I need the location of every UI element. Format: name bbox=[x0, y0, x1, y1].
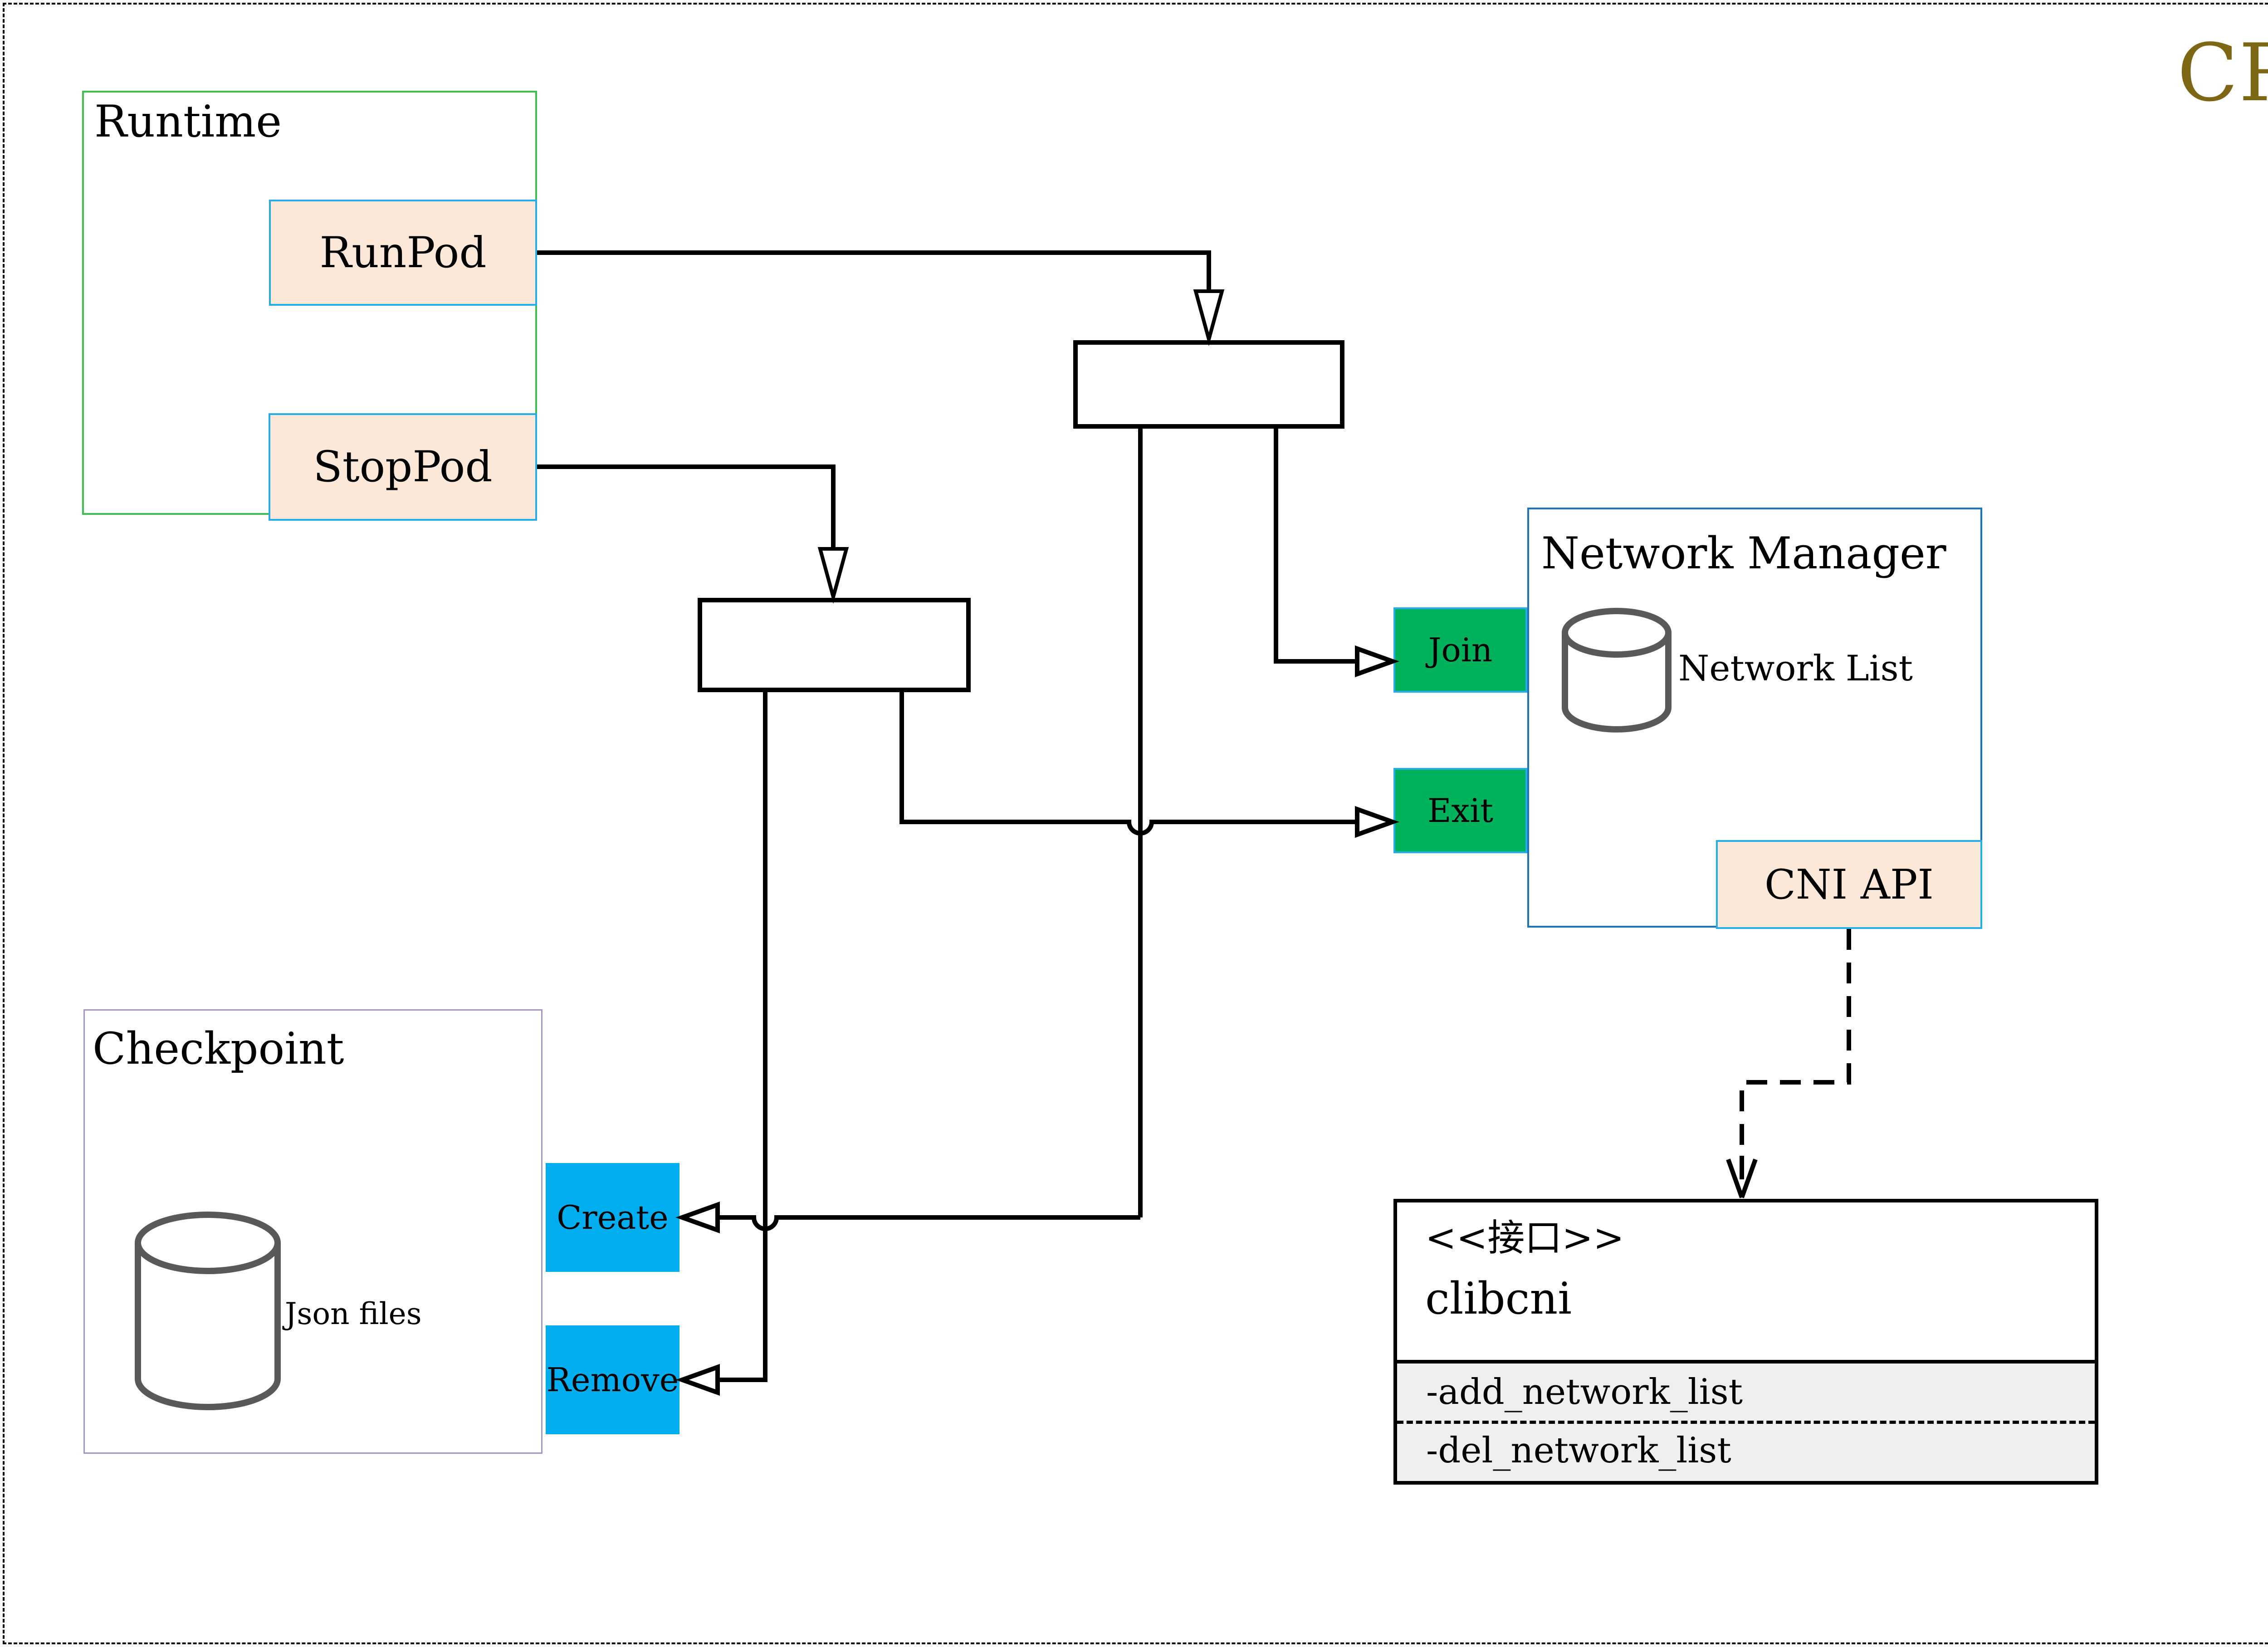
network-list-label: Network List bbox=[1678, 648, 1913, 689]
runpod-node: RunPod bbox=[269, 200, 537, 306]
open-arrowhead-icon bbox=[1355, 645, 1399, 678]
join-connector bbox=[1274, 429, 1357, 664]
stoppod-connector bbox=[537, 464, 836, 549]
clibcni-class-box: <<接口>> clibcni -add_network_list -del_ne… bbox=[1393, 1199, 2098, 1485]
vee-arrowhead-icon bbox=[1726, 1156, 1758, 1198]
clibcni-attribute: -del_network_list bbox=[1397, 1421, 2095, 1477]
open-arrowhead-icon bbox=[1355, 806, 1399, 838]
cni-api-node: CNI API bbox=[1716, 840, 1982, 929]
remove-label: Remove bbox=[546, 1361, 679, 1399]
exit-label: Exit bbox=[1427, 792, 1494, 830]
stoppod-label: StopPod bbox=[313, 442, 493, 492]
remove-node: Remove bbox=[546, 1325, 679, 1434]
runpod-label: RunPod bbox=[319, 228, 487, 278]
clibcni-attributes-compartment: -add_network_list -del_network_list bbox=[1397, 1360, 2095, 1481]
open-arrowhead-icon bbox=[675, 1201, 720, 1234]
create-connector bbox=[718, 1215, 1140, 1231]
clibcni-stereotype: <<接口>> bbox=[1425, 1217, 1624, 1260]
open-arrowhead-icon bbox=[817, 547, 849, 604]
clibcni-attribute: -add_network_list bbox=[1426, 1372, 1743, 1412]
exit-node: Exit bbox=[1393, 768, 1527, 853]
cni-clibcni-dashed-connector bbox=[1740, 929, 1851, 1158]
join-node: Join bbox=[1393, 607, 1527, 693]
open-arrowhead-icon bbox=[675, 1364, 720, 1396]
clibcni-name: clibcni bbox=[1425, 1273, 1572, 1324]
diagram-title: CRI bbox=[2177, 27, 2268, 119]
remove-connector bbox=[718, 692, 767, 1382]
runpod-connector bbox=[537, 250, 1211, 291]
process-rect-stoppod bbox=[698, 598, 971, 692]
cni-api-label: CNI API bbox=[1765, 860, 1934, 909]
create-label: Create bbox=[557, 1198, 669, 1236]
open-arrowhead-icon bbox=[1193, 289, 1225, 347]
exit-connector bbox=[899, 692, 1357, 836]
checkpoint-title: Checkpoint bbox=[93, 1023, 344, 1074]
network-manager-title: Network Manager bbox=[1541, 528, 1946, 579]
runtime-title: Runtime bbox=[94, 96, 282, 147]
json-files-label: Json files bbox=[285, 1296, 422, 1331]
checkpoint-container bbox=[83, 1009, 543, 1454]
stoppod-node: StopPod bbox=[269, 413, 537, 521]
process-rect-runpod bbox=[1073, 340, 1344, 429]
join-label: Join bbox=[1428, 631, 1493, 669]
create-node: Create bbox=[546, 1163, 679, 1272]
